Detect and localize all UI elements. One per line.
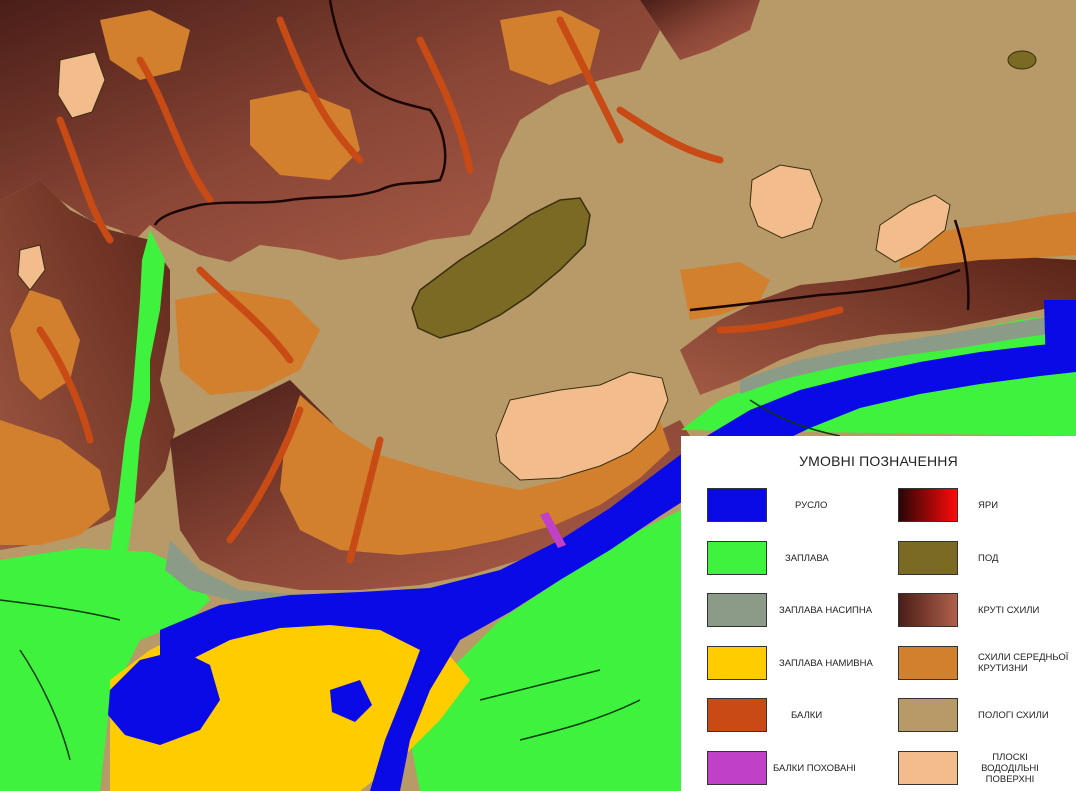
legend-swatch xyxy=(898,488,958,522)
flat-surface-3 xyxy=(875,194,951,263)
legend-item-steep-slopes: КРУТІ СХИЛИ xyxy=(898,593,1076,627)
steep-slopes-northeast xyxy=(640,0,760,60)
moderate-slopes-2 xyxy=(175,290,320,395)
legend-label: БАЛКИ xyxy=(791,709,823,721)
river-lake xyxy=(108,650,220,745)
flat-surface-4 xyxy=(57,51,106,119)
legend-item-filled-floodplain: ЗАПЛАВА НАСИПНА xyxy=(707,593,897,627)
legend-item-gentle-slopes: ПОЛОГІ СХИЛИ xyxy=(898,698,1076,732)
flat-surface-5 xyxy=(17,244,46,291)
ravines-network xyxy=(153,0,970,312)
legend-swatch xyxy=(898,593,958,627)
moderate-slopes-9 xyxy=(100,10,190,80)
legend-label: КРУТІ СХИЛИ xyxy=(978,604,1040,616)
legend-swatch xyxy=(898,751,958,785)
floodplain-river-strip xyxy=(110,230,165,552)
legend-swatch xyxy=(707,593,767,627)
moderate-slopes-3 xyxy=(280,395,670,555)
legend-swatch xyxy=(898,646,958,680)
floodplain-channels xyxy=(0,399,841,761)
legend-label: ПОД xyxy=(978,552,999,564)
legend-swatch xyxy=(707,646,767,680)
legend-label: ЗАПЛАВА НАМИВНА xyxy=(779,657,873,669)
gullies-network xyxy=(36,16,844,564)
depression-area xyxy=(411,197,591,339)
legend-swatch xyxy=(898,541,958,575)
legend-swatch xyxy=(707,488,767,522)
moderate-slopes-5 xyxy=(680,262,770,320)
flat-surface-2 xyxy=(749,164,823,239)
legend-label: ЗАПЛАВА xyxy=(785,552,829,564)
floodplain-south xyxy=(0,548,210,791)
filled-floodplain-east xyxy=(740,314,1076,394)
legend-item-buried-gullies: БАЛКИ ПОХОВАНІ xyxy=(707,751,897,785)
legend-item-floodplain: ЗАПЛАВА xyxy=(707,541,897,575)
river-pond xyxy=(330,680,372,722)
floodplain-southeast xyxy=(410,510,681,791)
legend-label: ЯРИ xyxy=(978,499,999,511)
legend-swatch xyxy=(707,698,767,732)
moderate-slopes-4 xyxy=(0,420,110,545)
legend-item-gullies: БАЛКИ xyxy=(707,698,897,732)
map-legend: УМОВНІ ПОЗНАЧЕННЯ РУСЛО ЗАПЛАВА ЗАПЛАВА … xyxy=(681,436,1076,791)
legend-label: РУСЛО xyxy=(795,499,828,511)
flat-surface-1 xyxy=(495,371,669,481)
legend-label: ПОЛОГІ СХИЛИ xyxy=(978,709,1049,721)
steep-slopes-east xyxy=(680,255,1076,395)
depression-small xyxy=(1007,50,1037,70)
river-east-end xyxy=(1044,300,1076,372)
buried-gully xyxy=(540,512,566,548)
legend-swatch xyxy=(898,698,958,732)
legend-label: СХИЛИ СЕРЕДНЬОЇ КРУТИЗНИ xyxy=(978,652,1069,674)
moderate-slopes-6 xyxy=(900,212,1076,268)
legend-item-flat-surfaces: ПЛОСКІ ВОДОДІЛЬНІ ПОВЕРХНІ xyxy=(898,751,1076,785)
moderate-slopes-7 xyxy=(250,90,360,180)
legend-label: ЗАПЛАВА НАСИПНА xyxy=(779,604,873,616)
legend-title: УМОВНІ ПОЗНАЧЕННЯ xyxy=(799,453,958,469)
legend-item-moderate-slopes: СХИЛИ СЕРЕДНЬОЇ КРУТИЗНИ xyxy=(898,646,1076,680)
legend-label: БАЛКИ ПОХОВАНІ xyxy=(773,762,856,774)
legend-label: ПЛОСКІ ВОДОДІЛЬНІ ПОВЕРХНІ xyxy=(981,751,1039,785)
legend-item-river: РУСЛО xyxy=(707,488,897,522)
legend-item-ravines: ЯРИ xyxy=(898,488,1076,522)
legend-item-alluvial-floodplain: ЗАПЛАВА НАМИВНА xyxy=(707,646,897,680)
legend-swatch xyxy=(707,751,767,785)
legend-swatch xyxy=(707,541,767,575)
legend-item-depression: ПОД xyxy=(898,541,1076,575)
moderate-slopes-8 xyxy=(500,10,600,85)
